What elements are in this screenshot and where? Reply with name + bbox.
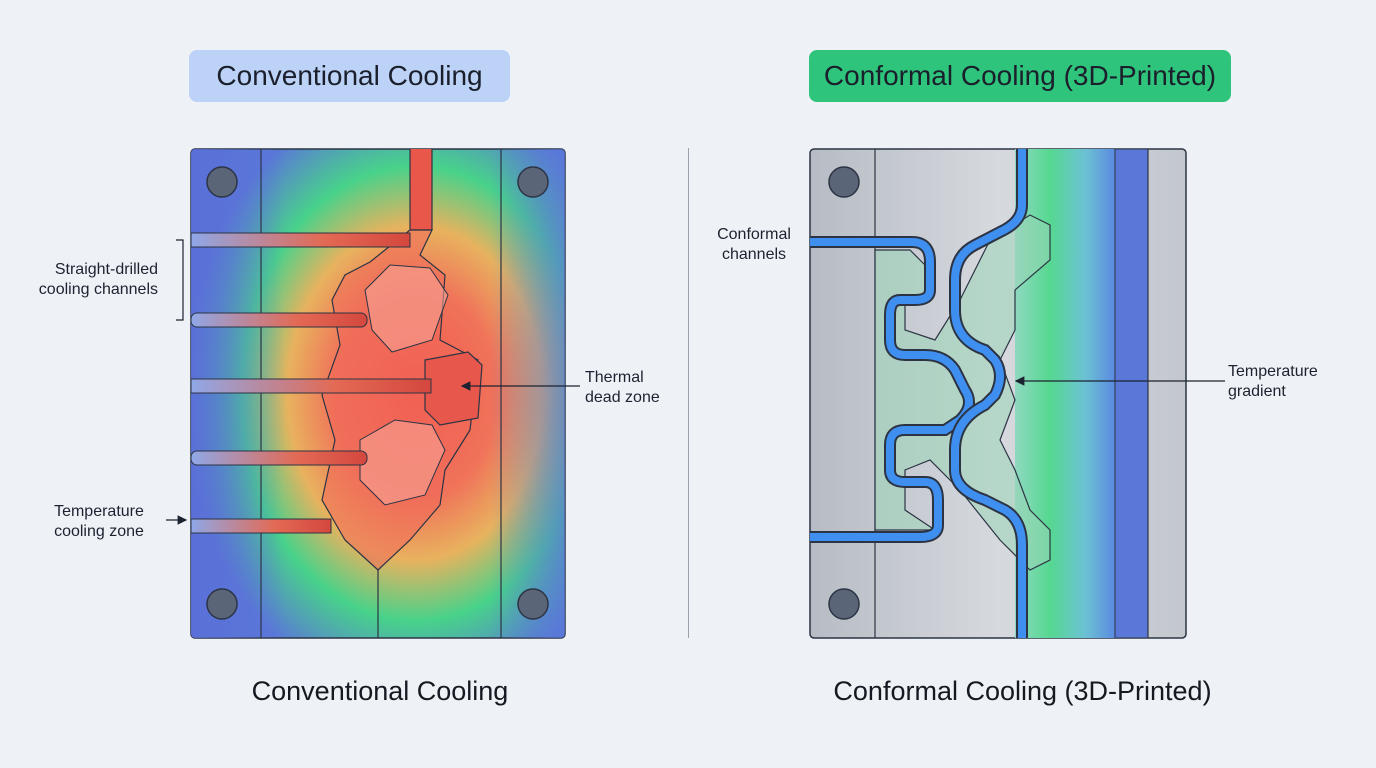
temp-zone-label: Temperature cooling zone [54, 503, 144, 540]
right-cool-strip [1114, 148, 1149, 639]
dead-zone-label: Thermal dead zone [585, 369, 660, 406]
right-caption: Conformal Cooling (3D-Printed) [833, 676, 1212, 706]
left-bolt-top-right [517, 166, 549, 198]
left-part-rib-upper [364, 264, 449, 353]
left-dead-zone-block [424, 351, 483, 426]
left-caption: Conventional Cooling [251, 676, 509, 706]
conformal-channel-inner-fill [951, 149, 1026, 638]
left-bolt-top-left [206, 166, 238, 198]
conventional-mold [190, 148, 566, 639]
left-channel-3 [190, 378, 432, 394]
left-channel-5 [190, 518, 332, 534]
left-channel-4 [190, 450, 368, 466]
left-sprue-channel [409, 149, 433, 231]
left-title: Conventional Cooling [216, 60, 483, 91]
right-title: Conformal Cooling (3D-Printed) [823, 60, 1217, 91]
right-title-badge: Conformal Cooling (3D-Printed) [809, 50, 1231, 102]
conformal-mold [809, 148, 1187, 639]
conformal-channel-outer-fill [810, 238, 973, 541]
right-bolt-top [828, 166, 860, 198]
channels-label: Straight-drilled cooling channels [38, 261, 158, 298]
channels-bracket [176, 239, 184, 321]
left-bolt-bottom-right [517, 588, 549, 620]
left-channel-1 [190, 232, 411, 248]
conformal-channels-label: Conformal channels [717, 226, 791, 263]
gradient-label: Temperature gradient [1228, 363, 1318, 400]
left-channel-2 [190, 312, 368, 328]
panel-divider [688, 148, 689, 638]
left-part-rib-lower [359, 419, 446, 506]
left-bolt-bottom-left [206, 588, 238, 620]
left-title-badge: Conventional Cooling [189, 50, 510, 102]
right-bolt-bottom [828, 588, 860, 620]
